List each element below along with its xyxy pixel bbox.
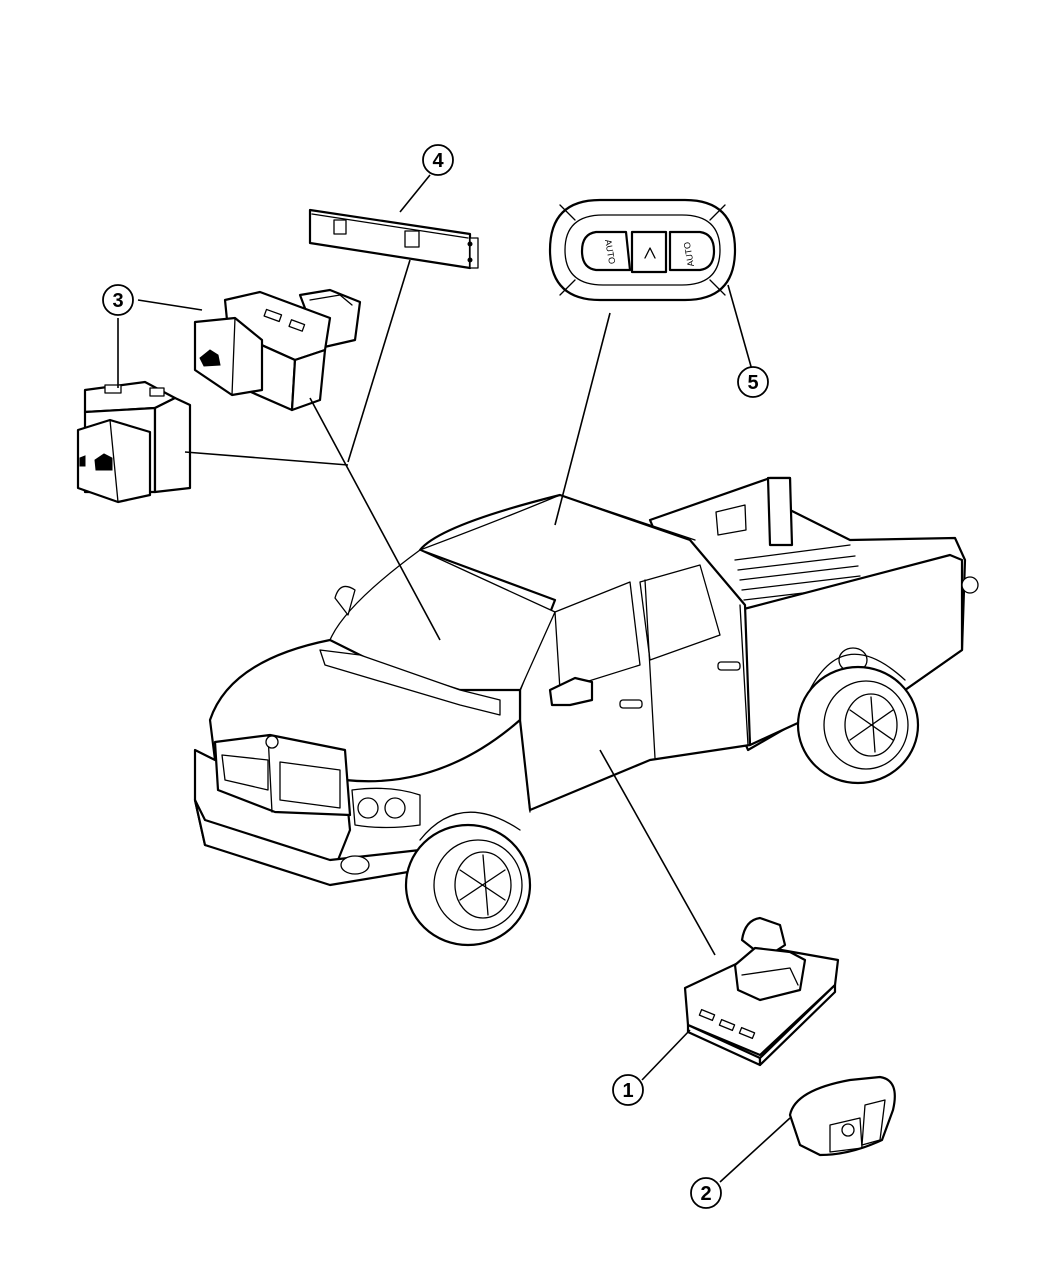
- callout-1-number: 1: [622, 1080, 633, 1102]
- pickup-truck-illustration: [193, 476, 979, 947]
- part-3-upper-switch: [193, 288, 362, 412]
- callout-1: 1: [612, 1074, 644, 1106]
- callout-2: 2: [690, 1177, 722, 1209]
- part-5-overhead-window-switch: AUTO AUTO: [548, 198, 737, 302]
- callout-4-number: 4: [432, 150, 444, 172]
- right-auto-label: AUTO: [682, 241, 696, 267]
- callout-5: 5: [737, 366, 769, 398]
- part-3-lower-switch: [76, 380, 192, 504]
- callout-3-number: 3: [112, 290, 123, 312]
- callout-3: 3: [102, 284, 134, 316]
- part-2-small-switch: [788, 1075, 896, 1157]
- part-4-switch-panel: [308, 208, 479, 270]
- part-1-power-seat-switch: [683, 916, 840, 1067]
- callout-2-number: 2: [700, 1183, 711, 1205]
- callout-5-number: 5: [747, 372, 758, 394]
- callout-4: 4: [422, 144, 454, 176]
- leader-lines: [117, 174, 791, 1183]
- left-auto-label: AUTO: [603, 239, 617, 265]
